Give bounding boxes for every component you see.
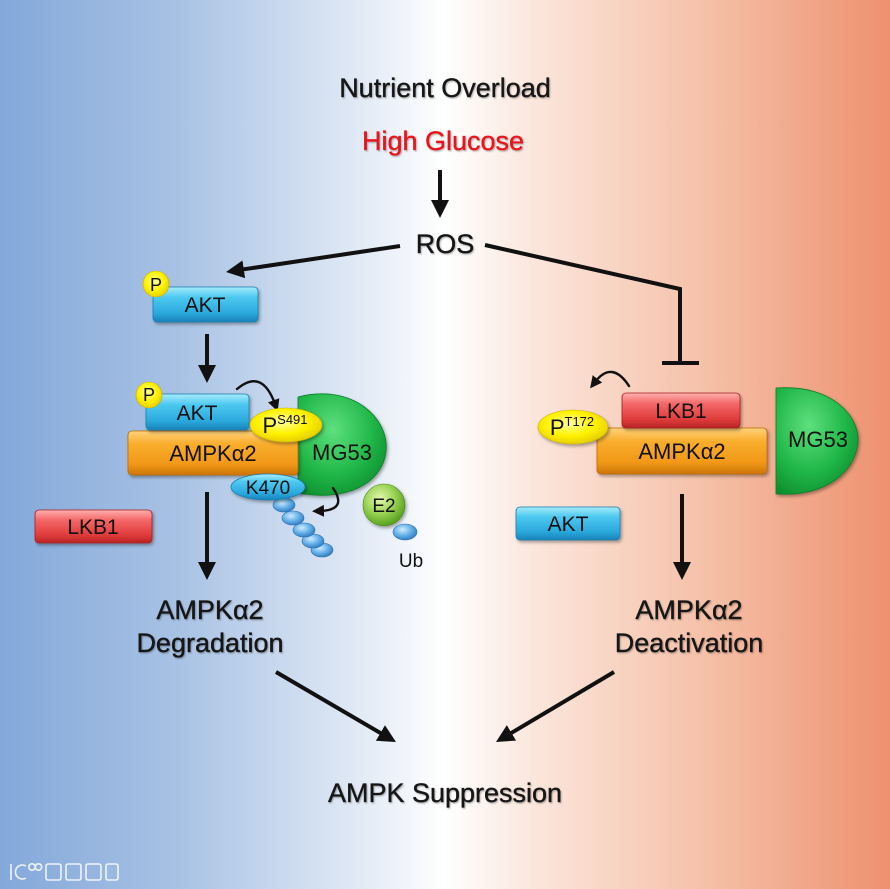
left-lkb1-box bbox=[34, 509, 153, 544]
inhibition-ros-to-lkb1 bbox=[484, 243, 682, 363]
ubiquitin-free bbox=[392, 523, 418, 541]
mg53-shape bbox=[775, 387, 859, 495]
phospho-site-residue: S491 bbox=[277, 412, 307, 427]
title-nutrient-overload: Nutrient Overload bbox=[339, 73, 551, 103]
lkb1-box bbox=[621, 392, 741, 429]
right-akt-box bbox=[515, 506, 621, 541]
right-akt-label: AKT bbox=[548, 513, 589, 536]
result-ampk-suppression: AMPK Suppression bbox=[328, 778, 562, 808]
arrow-ros-to-akt bbox=[226, 244, 401, 279]
e2-enzyme bbox=[362, 483, 406, 527]
phospho-site-label: PT172 bbox=[550, 414, 594, 440]
mg53-label: MG53 bbox=[788, 427, 848, 452]
left-lkb1-label: LKB1 bbox=[67, 516, 118, 539]
arrow-degradation-to-suppression bbox=[274, 670, 396, 743]
akt-box bbox=[152, 286, 259, 323]
ampk-box bbox=[127, 430, 299, 476]
phospho-site-residue: T172 bbox=[565, 414, 595, 429]
right-complex: MG53 AMPKα2 LKB1 PT172 bbox=[537, 370, 859, 495]
mg53-label: MG53 bbox=[312, 440, 372, 465]
phospho-site-t172 bbox=[537, 409, 609, 445]
akt-label: AKT bbox=[177, 402, 218, 425]
ampk-label: AMPKα2 bbox=[638, 439, 725, 464]
trigger-high-glucose: High Glucose bbox=[362, 126, 524, 156]
phospho-label: P bbox=[143, 385, 155, 405]
left-complex: MG53 AMPKα2 AKT P PS491 K470 E2 Ub bbox=[127, 380, 423, 572]
ub-label: Ub bbox=[399, 551, 423, 572]
right-outcome-line1: AMPKα2 bbox=[635, 595, 742, 625]
left-akt-upper: AKT P bbox=[142, 270, 259, 323]
curved-arrow-phosphorylation bbox=[235, 380, 280, 412]
akt-box bbox=[145, 393, 250, 431]
left-outcome-line2: Degradation bbox=[136, 628, 283, 658]
curved-arrow-phosphorylation bbox=[590, 370, 631, 389]
ubiquitin-bead bbox=[292, 522, 316, 538]
k470-site bbox=[230, 473, 306, 501]
ampk-label: AMPKα2 bbox=[169, 441, 256, 466]
ubiquitin-bead bbox=[272, 497, 296, 513]
lkb1-label: LKB1 bbox=[655, 400, 706, 423]
curved-arrow-ubiquitination bbox=[312, 486, 340, 517]
right-outcome-line2: Deactivation bbox=[615, 628, 764, 658]
phospho-circle bbox=[142, 270, 170, 298]
ubiquitin-bead bbox=[281, 510, 305, 526]
ros-label: ROS bbox=[416, 229, 475, 259]
e2-label: E2 bbox=[372, 496, 395, 517]
akt-label: AKT bbox=[185, 294, 226, 317]
phospho-site-letter: P bbox=[262, 413, 277, 438]
watermark-logo bbox=[10, 862, 119, 881]
left-outcome-line1: AMPKα2 bbox=[156, 595, 263, 625]
phospho-site-letter: P bbox=[550, 415, 565, 440]
arrow-deactivation-to-suppression bbox=[495, 670, 616, 743]
k470-label: K470 bbox=[246, 478, 290, 499]
phospho-site-s491 bbox=[249, 407, 323, 443]
phospho-circle bbox=[135, 381, 163, 409]
phospho-site-label: PS491 bbox=[262, 412, 307, 438]
phospho-label: P bbox=[150, 275, 162, 295]
